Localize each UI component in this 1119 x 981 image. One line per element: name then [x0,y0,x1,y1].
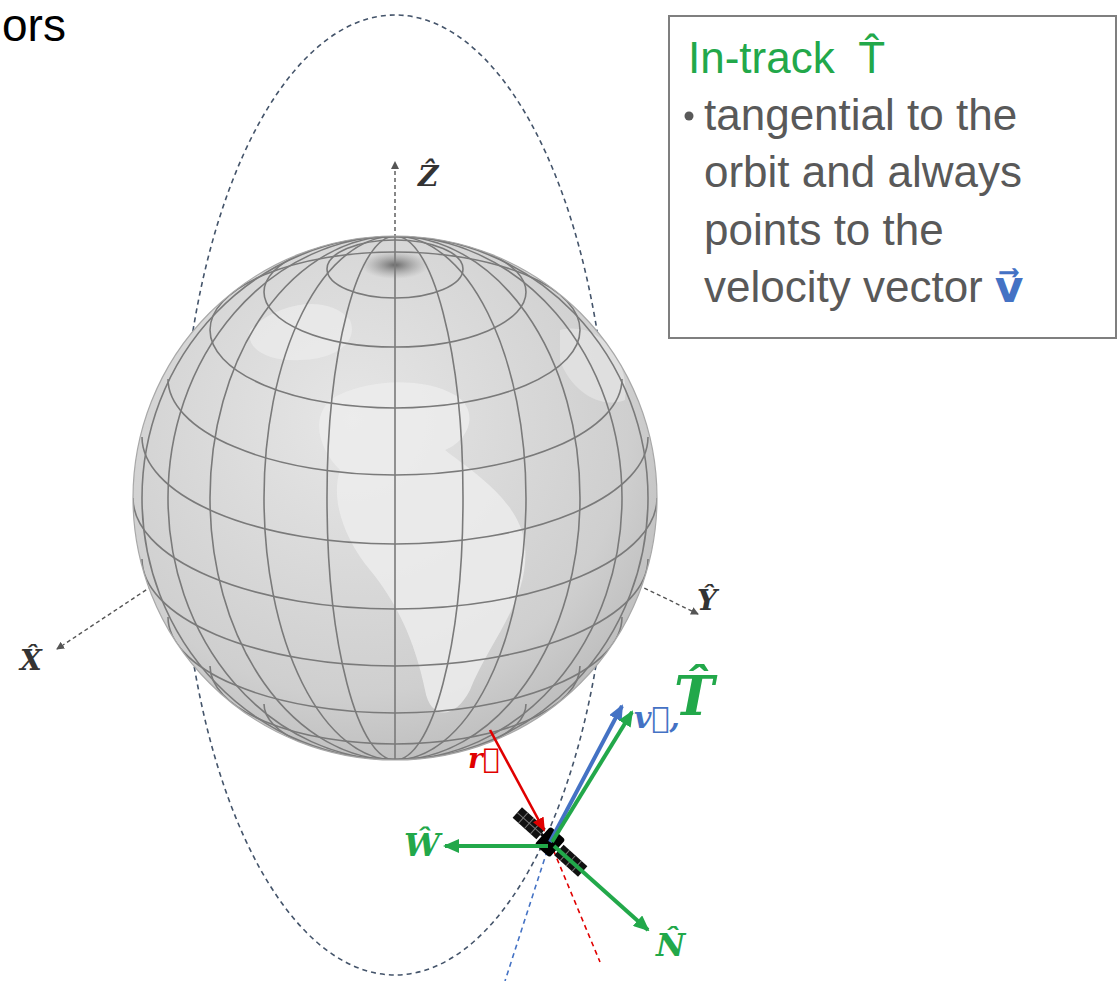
bullet-sentence: tangential to the orbit and always point… [704,90,1022,311]
vector-label: r⃗ [468,742,500,776]
callout-box: In-track T̂tangential to the orbit and a… [668,15,1117,339]
vector-symbol: v⃗ [995,258,1024,315]
vector-label: Ŵ [404,826,440,864]
axis-label: Ŷ [697,584,717,618]
vector-label: N̂ [656,926,685,964]
axis-label: X̂ [20,644,42,678]
axis-label: Ẑ [418,160,438,194]
vector-label: v⃗, [634,700,680,736]
bullet-text: tangential to the orbit and always point… [682,86,1085,315]
bullet-dot [682,108,698,124]
slide-title: ors [2,0,66,53]
vector-label: T̂ [674,664,714,729]
box-heading: In-track T̂ [688,29,1085,86]
